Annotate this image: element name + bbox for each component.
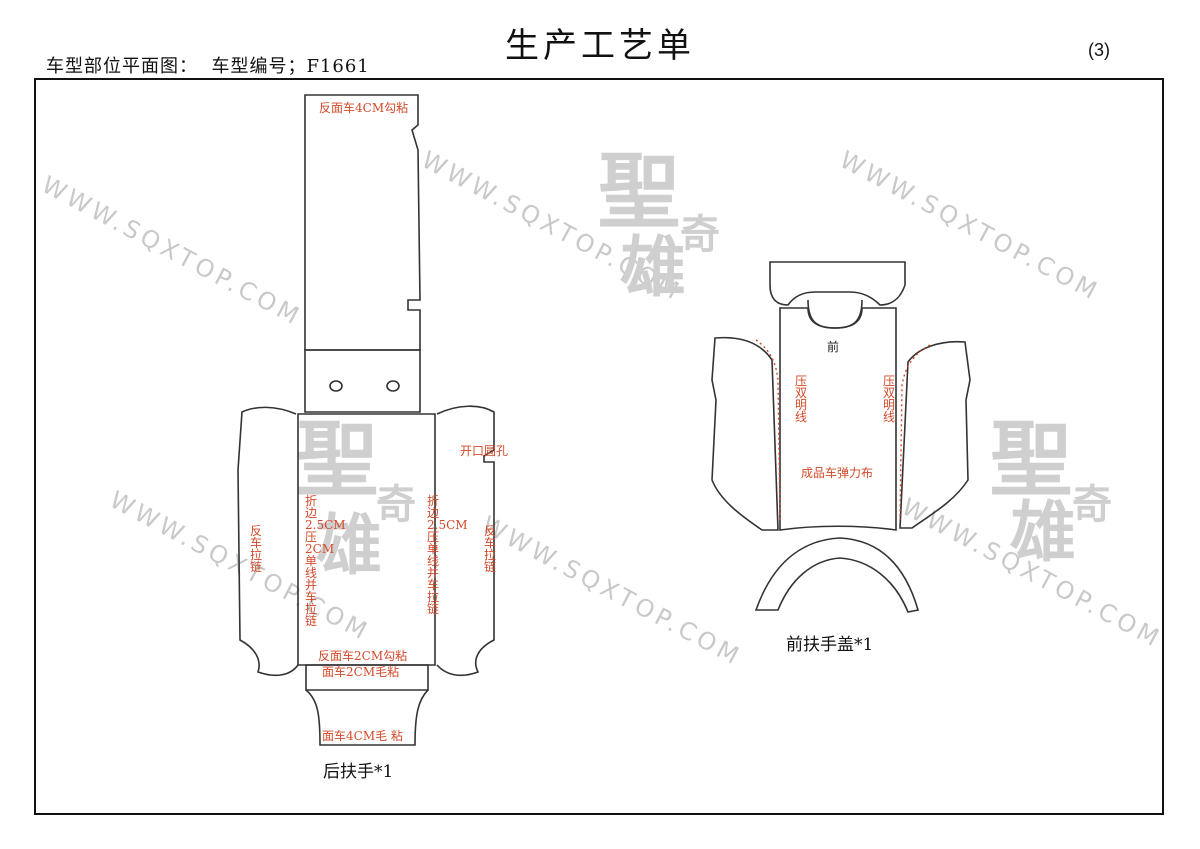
svg-text:雄: 雄 (620, 229, 686, 306)
watermark-logo: 聖 奇 雄 (990, 413, 1112, 571)
rear-armrest-caption: 后扶手*1 (323, 762, 393, 782)
rear-bottom-note-2: 面车2CM毛粘 (322, 664, 399, 679)
rear-hole (329, 380, 343, 392)
front-armrest-pattern: 前 压双明线 压双明线 成品车弹力布 前扶手盖*1 (711, 261, 971, 655)
rear-left-flap-note: 反车拉链 (250, 524, 262, 574)
svg-text:奇: 奇 (680, 212, 720, 258)
watermark-url: WWW.SQXTOP.COM (477, 511, 747, 672)
front-left-wing (711, 336, 779, 531)
svg-text:奇: 奇 (376, 482, 416, 528)
rear-right-flap-note: 反车拉链 (484, 524, 496, 574)
rear-top-note: 反面车4CM勾粘 (319, 100, 408, 115)
watermark-logo: 聖 奇 雄 (598, 145, 720, 306)
watermark-url: WWW.SQXTOP.COM (835, 146, 1105, 307)
front-armrest-caption: 前扶手盖*1 (786, 635, 873, 655)
front-right-stitch (899, 344, 931, 521)
front-bottom-arch (754, 537, 920, 613)
rear-middle-panel (304, 349, 421, 413)
svg-text:雄: 雄 (316, 507, 382, 584)
model-header-text: 车型部位平面图： 车型编号；F1661 (46, 56, 370, 77)
rear-bottom-note-1: 反面车2CM勾粘 (318, 648, 407, 663)
drawing-frame (34, 78, 1164, 815)
watermark-logo: 聖 奇 雄 (296, 413, 416, 584)
svg-text:奇: 奇 (1072, 482, 1112, 528)
rear-top-strip (304, 94, 421, 351)
svg-text:聖: 聖 (990, 413, 1072, 508)
watermark-url: WWW.SQXTOP.COM (37, 171, 307, 332)
document-title: 生产工艺单 (505, 26, 695, 66)
watermark-group: WWW.SQXTOP.COM WWW.SQXTOP.COM WWW.SQXTOP… (37, 145, 1167, 672)
front-top-cap (769, 261, 906, 306)
rear-hole (386, 380, 400, 392)
rear-left-flap (237, 406, 299, 677)
front-material-note: 成品车弹力布 (801, 465, 873, 480)
rear-bottom-tail (305, 689, 429, 746)
front-center-panel (779, 307, 897, 531)
svg-text:雄: 雄 (1010, 494, 1076, 571)
front-right-stitch-note: 压双明线 (883, 374, 895, 424)
rear-center-panel (297, 413, 436, 666)
front-label: 前 (827, 339, 839, 354)
rear-bottom-note-3: 面车4CM毛 粘 (322, 728, 403, 743)
svg-text:聖: 聖 (598, 145, 680, 240)
front-left-stitch-note: 压双明线 (795, 374, 807, 424)
page-number: (3) (1088, 40, 1110, 60)
front-right-wing (899, 340, 971, 529)
svg-text:聖: 聖 (296, 413, 378, 508)
rear-armrest-pattern: 反面车4CM勾粘 开口圆孔 反面车2CM勾粘 面车2CM毛粘 面车4CM毛 粘 … (237, 94, 508, 782)
rear-slot-note: 开口圆孔 (460, 444, 508, 458)
front-left-stitch (755, 339, 781, 521)
rear-right-flap (436, 405, 495, 677)
